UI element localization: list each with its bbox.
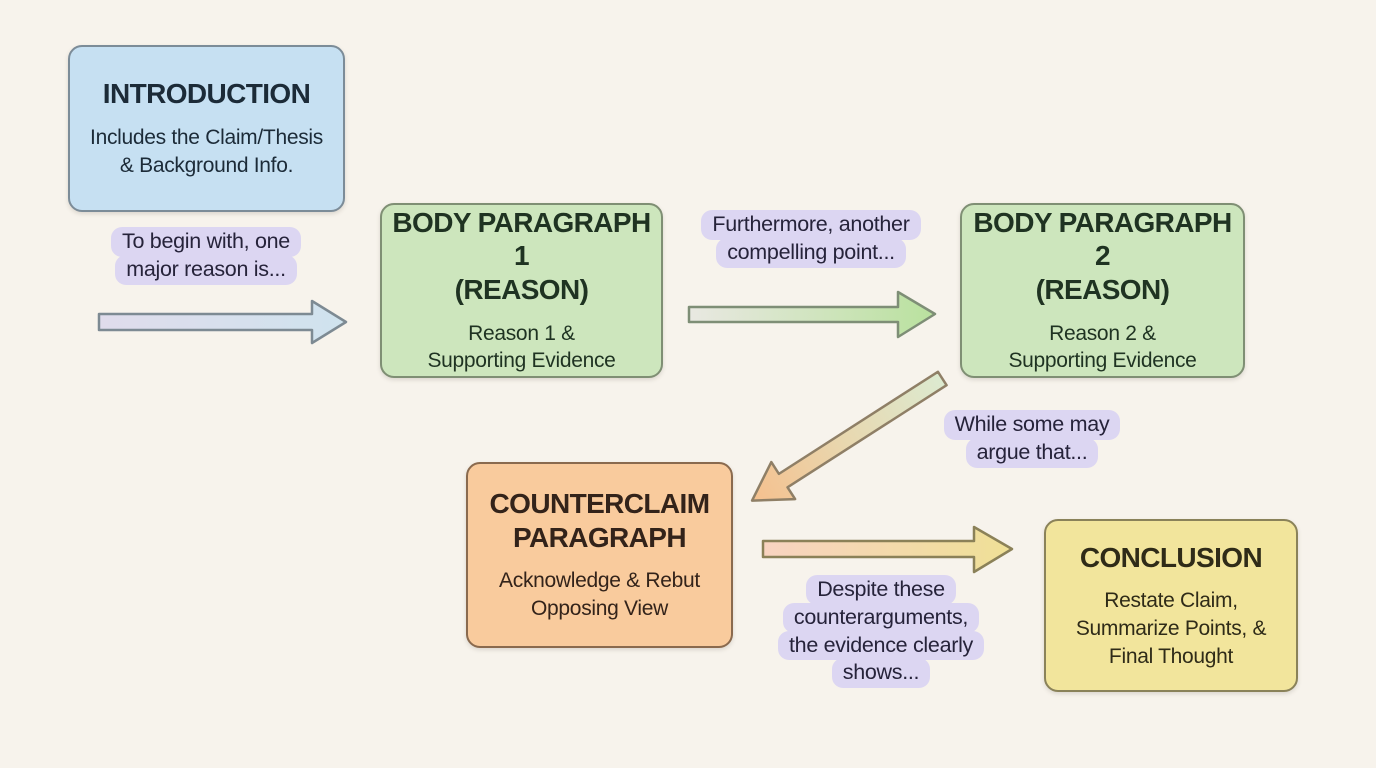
arrow-body1-to-body2-icon: [687, 290, 937, 339]
conclusion-title: CONCLUSION: [1079, 541, 1263, 573]
body-paragraph-2-box: BODY PARAGRAPH 2 (REASON) Reason 2 & Sup…: [960, 203, 1245, 378]
pill-line: major reason is...: [115, 254, 297, 285]
pill-line: Despite these: [806, 575, 956, 605]
transition-pill-despite-these: Despite these counterarguments, the evid…: [766, 575, 996, 689]
body-paragraph-1-box: BODY PARAGRAPH 1 (REASON) Reason 1 & Sup…: [380, 203, 663, 378]
body-paragraph-1-description: Reason 1 & Supporting Evidence: [427, 321, 616, 373]
arrow-shape: [97, 299, 348, 345]
conclusion-box: CONCLUSION Restate Claim, Summarize Poin…: [1044, 519, 1298, 692]
arrow-shape: [761, 525, 1014, 574]
pill-line: compelling point...: [716, 237, 906, 268]
transition-pill-while-some-may: While some may argue that...: [934, 410, 1130, 468]
arrow-shape: [687, 290, 937, 339]
counterclaim-description: Acknowledge & Rebut Opposing View: [499, 569, 700, 621]
transition-pill-to-begin-with: To begin with, one major reason is...: [100, 227, 312, 285]
pill-line: shows...: [831, 658, 931, 689]
counterclaim-title: COUNTERCLAIM PARAGRAPH: [489, 488, 710, 553]
body-paragraph-2-description: Reason 2 & Supporting Evidence: [1008, 321, 1197, 373]
pill-line: To begin with, one: [111, 227, 301, 257]
arrow-intro-to-body1-icon: [97, 299, 348, 345]
transition-pill-furthermore: Furthermore, another compelling point...: [692, 210, 930, 268]
arrow-shape: [750, 370, 948, 502]
pill-line: the evidence clearly: [777, 630, 985, 661]
arrow-counterclaim-to-conclusion-icon: [761, 525, 1014, 574]
body-paragraph-1-title: BODY PARAGRAPH 1 (REASON): [392, 206, 651, 306]
pill-line: counterarguments,: [782, 602, 980, 633]
pill-line: argue that...: [965, 437, 1099, 468]
arrow-body2-to-counterclaim-icon: [750, 370, 948, 502]
pill-line: Furthermore, another: [701, 210, 921, 240]
introduction-description: Includes the Claim/Thesis & Background I…: [90, 126, 323, 177]
pill-line: While some may: [943, 410, 1121, 440]
introduction-box: INTRODUCTION Includes the Claim/Thesis &…: [68, 45, 345, 212]
counterclaim-box: COUNTERCLAIM PARAGRAPH Acknowledge & Reb…: [466, 462, 733, 648]
introduction-title: INTRODUCTION: [102, 78, 311, 110]
body-paragraph-2-title: BODY PARAGRAPH 2 (REASON): [973, 206, 1232, 306]
conclusion-description: Restate Claim, Summarize Points, & Final…: [1075, 589, 1267, 668]
